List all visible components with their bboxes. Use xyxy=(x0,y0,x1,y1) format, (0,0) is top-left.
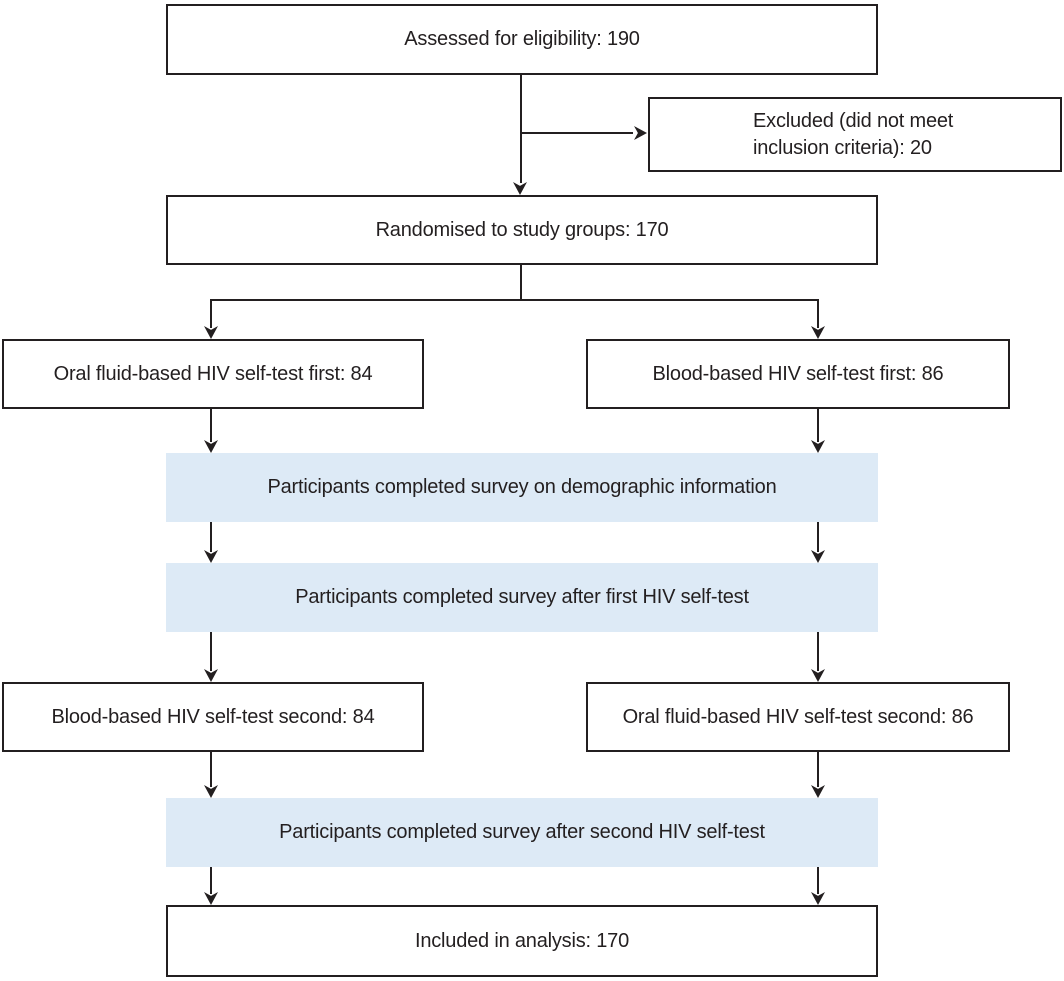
box-randomised: Randomised to study groups: 170 xyxy=(166,195,878,265)
box-survey-after-second: Participants completed survey after seco… xyxy=(166,798,878,867)
connector-demographic-to-after-first-right-line xyxy=(817,522,819,552)
box-survey-demographic-label: Participants completed survey on demogra… xyxy=(267,476,777,498)
connector-after-second-to-included-right-line xyxy=(817,867,819,894)
connector-randomised-stem-line xyxy=(520,265,522,301)
connector-oral-first-to-demographic-line xyxy=(210,409,212,442)
box-blood-first: Blood-based HIV self-test first: 86 xyxy=(586,339,1010,409)
box-survey-after-second-label: Participants completed survey after seco… xyxy=(279,821,765,843)
box-included-label: Included in analysis: 170 xyxy=(414,929,630,952)
connector-assessed-to-randomised-line xyxy=(520,75,522,183)
arrowhead-down-randomised-icon xyxy=(513,182,527,195)
connector-after-first-to-oral-second-line xyxy=(817,632,819,671)
connector-after-first-to-blood-second-line xyxy=(210,632,212,671)
connector-demographic-to-after-first-left-line xyxy=(210,522,212,552)
connector-split-left-line xyxy=(210,300,212,328)
box-oral-second-label: Oral fluid-based HIV self-test second: 8… xyxy=(622,705,974,728)
box-blood-second-label: Blood-based HIV self-test second: 84 xyxy=(51,705,375,728)
box-survey-demographic: Participants completed survey on demogra… xyxy=(166,453,878,522)
box-blood-first-label: Blood-based HIV self-test first: 86 xyxy=(652,362,944,385)
connector-assessed-to-excluded-line xyxy=(521,132,633,134)
connector-after-second-to-included-left-line xyxy=(210,867,212,894)
box-oral-first-label: Oral fluid-based HIV self-test first: 84 xyxy=(53,362,373,385)
connector-oral-second-to-after-second-line xyxy=(817,752,819,787)
box-oral-second: Oral fluid-based HIV self-test second: 8… xyxy=(586,682,1010,752)
box-assessed-for-eligibility: Assessed for eligibility: 190 xyxy=(166,4,878,75)
box-randomised-label: Randomised to study groups: 170 xyxy=(375,218,669,241)
box-included-in-analysis: Included in analysis: 170 xyxy=(166,905,878,977)
connector-split-horizontal-line xyxy=(210,299,819,301)
connector-blood-first-to-demographic-line xyxy=(817,409,819,442)
connector-split-right-line xyxy=(817,300,819,328)
box-excluded-label: Excluded (did not meet inclusion criteri… xyxy=(753,109,954,159)
box-oral-first: Oral fluid-based HIV self-test first: 84 xyxy=(2,339,424,409)
arrowhead-right-excluded-icon xyxy=(634,126,647,140)
box-excluded: Excluded (did not meet inclusion criteri… xyxy=(648,97,1062,172)
box-survey-after-first-label: Participants completed survey after firs… xyxy=(295,586,749,608)
box-survey-after-first: Participants completed survey after firs… xyxy=(166,563,878,632)
box-assessed-label: Assessed for eligibility: 190 xyxy=(404,28,640,50)
connector-blood-second-to-after-second-line xyxy=(210,752,212,787)
box-blood-second: Blood-based HIV self-test second: 84 xyxy=(2,682,424,752)
